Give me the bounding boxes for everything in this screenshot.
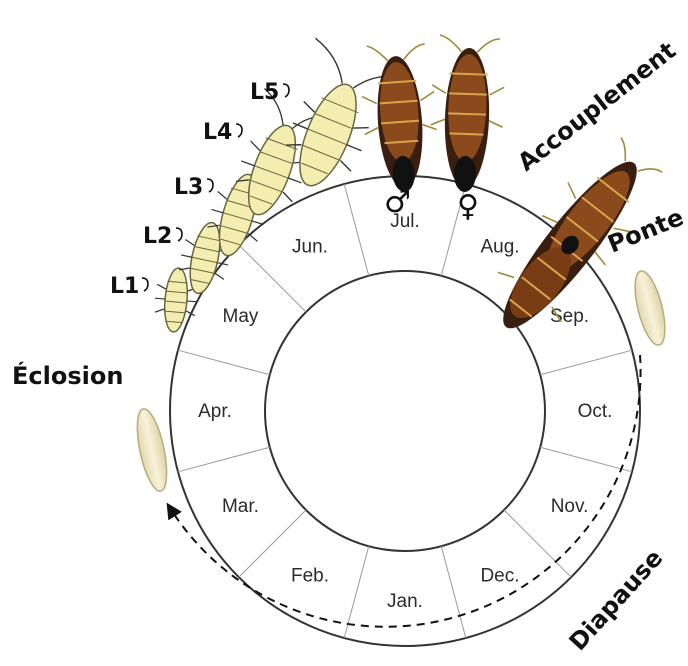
label-l2: L2 <box>143 224 182 249</box>
svg-text:L3: L3 <box>174 175 203 200</box>
egg-laying-icon <box>629 268 671 348</box>
egg-hatching-icon <box>132 406 173 493</box>
month-label: Aug. <box>480 236 519 257</box>
month-label: May <box>223 306 259 327</box>
male-symbol: ♂ <box>384 185 411 220</box>
phase-hatching-label: Éclosion <box>12 361 123 390</box>
month-label: Feb. <box>291 566 329 587</box>
svg-text:L4: L4 <box>203 120 232 145</box>
month-label: Dec. <box>480 566 519 587</box>
svg-text:L2: L2 <box>143 224 172 249</box>
ring-inner-circle <box>265 271 545 551</box>
month-label: Sep. <box>550 306 589 327</box>
female-symbol: ♀ <box>457 189 479 224</box>
label-l1: L1 <box>110 274 148 299</box>
phase-mating-label: Accouplement <box>512 36 681 176</box>
label-l3: L3 <box>174 175 213 200</box>
month-label: Mar. <box>222 496 259 517</box>
label-l5: L5 <box>250 80 289 105</box>
adult-male-icon <box>359 42 441 195</box>
svg-text:L5: L5 <box>250 80 279 105</box>
svg-text:L1: L1 <box>110 274 139 299</box>
month-label: Jun. <box>292 236 328 257</box>
adult-female-icon <box>428 35 505 193</box>
month-label: Nov. <box>551 496 589 517</box>
month-label: Apr. <box>198 401 232 422</box>
label-l4: L4 <box>203 120 242 145</box>
month-label: Jan. <box>387 591 423 612</box>
month-label: Oct. <box>578 401 613 422</box>
